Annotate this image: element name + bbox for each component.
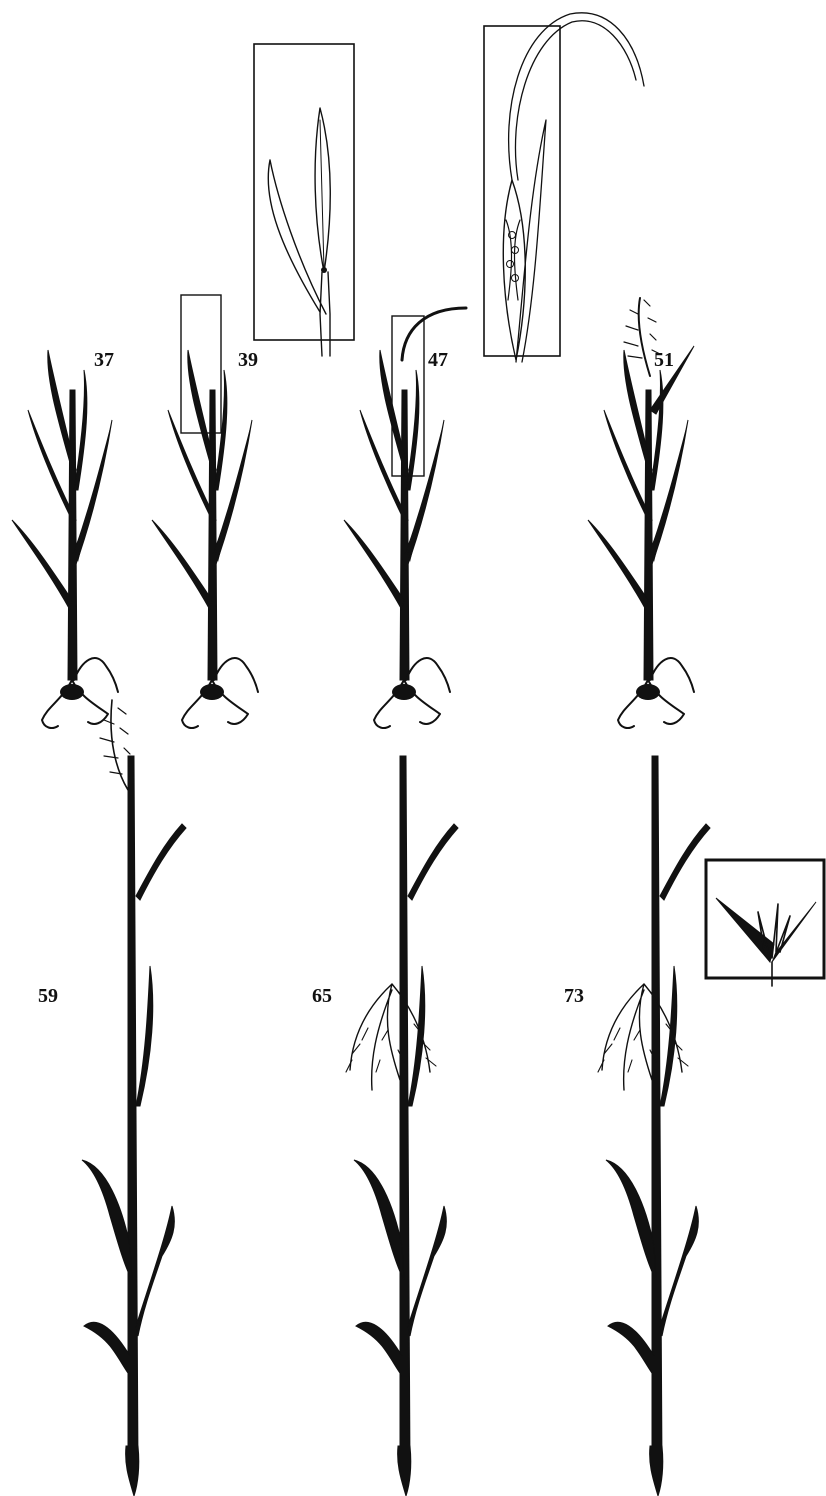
stage-label-51: 51 <box>654 349 674 371</box>
plant-stage-39: 39 <box>152 295 258 728</box>
plant-stage-59: 59 <box>38 700 186 1496</box>
plant-stage-73: 73 <box>564 756 710 1496</box>
inset-boot-head <box>484 13 644 362</box>
inset-floret <box>706 860 824 986</box>
stage-label-37: 37 <box>94 349 114 371</box>
plant-stage-47: 47 <box>344 308 466 728</box>
plant-stage-51: 51 <box>588 298 694 728</box>
inset-flag-leaf <box>254 44 354 356</box>
stage-label-47: 47 <box>428 349 448 371</box>
stage-label-59: 59 <box>38 985 58 1007</box>
stage-label-65: 65 <box>312 985 332 1007</box>
stage-label-39: 39 <box>238 349 258 371</box>
stage-label-73: 73 <box>564 985 584 1007</box>
plant-stage-37: 37 <box>12 349 118 728</box>
plant-stage-65: 65 <box>312 756 458 1496</box>
